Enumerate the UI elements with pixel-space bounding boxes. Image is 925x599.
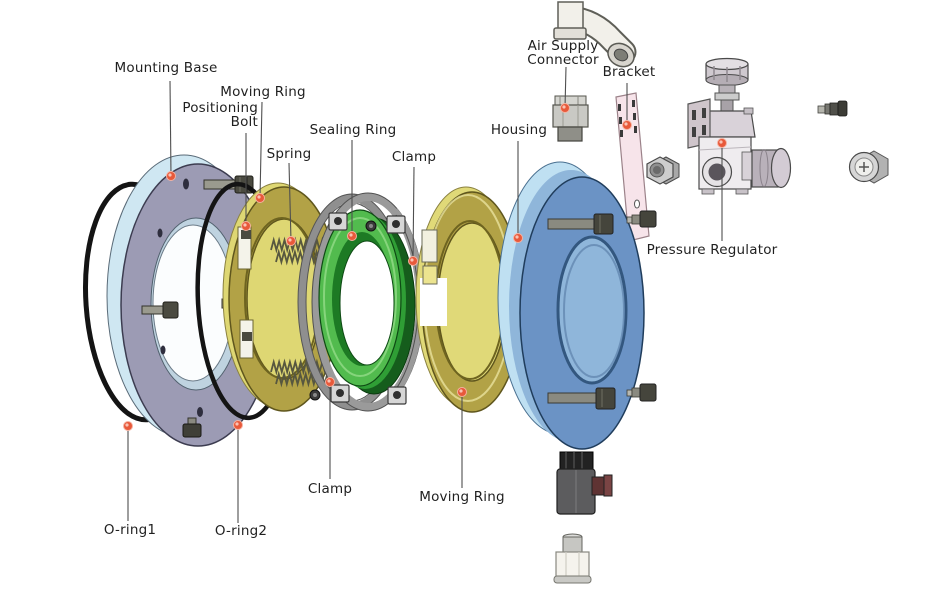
marker-air-supply [560,103,570,113]
label-sealing-ring: Sealing Ring [309,122,397,138]
leader-clamp-top [412,166,415,262]
marker-positioning-bolt [241,221,251,231]
marker-oring2 [233,420,243,430]
housing-top-bolt [547,210,657,235]
hex-nut-part [646,156,680,185]
base-bore-bolt [141,301,179,319]
marker-spring [286,236,296,246]
leader-air-supply [564,66,567,109]
label-moving-ring-bottom: Moving Ring [419,489,505,505]
label-oring2: O-ring2 [214,523,268,539]
pressure-regulator-part [687,57,792,195]
sealing-ring-part [318,209,416,395]
marker-clamp-top [408,256,418,266]
leader-moving-ring-top [259,101,263,199]
leader-mounting-base [169,80,172,177]
marker-clamp-bottom [325,377,335,387]
marker-oring1 [123,421,133,431]
straight-fitting-part [553,533,592,584]
label-clamp-bottom: Clamp [307,481,353,497]
label-moving-ring-top: Moving Ring [220,84,306,100]
marker-bracket [622,120,632,130]
label-positioning-bolt: Positioning Bolt [182,100,258,131]
fitting-bolt-part [817,100,848,117]
marker-moving-ring-bottom [457,387,467,397]
label-housing: Housing [490,122,548,138]
marker-housing [513,233,523,243]
label-positioning-bolt-line2: Bolt [230,114,258,131]
label-mounting-base: Mounting Base [114,60,218,76]
housing-bottom-bolt [547,383,657,410]
label-positioning-bolt-line1: Positioning [182,100,258,116]
label-pressure-regulator: Pressure Regulator [646,242,778,258]
label-bracket: Bracket [602,64,656,80]
marker-sealing-ring [347,231,357,241]
marker-pressure-regulator [717,138,727,148]
air-supply-elbow-pipe [553,1,637,68]
leader-lines [127,66,723,523]
marker-moving-ring-top [255,193,265,203]
marker-mounting-base [166,171,176,181]
callout-markers [123,103,727,431]
round-fitting-part [848,150,889,184]
leader-spring [288,162,292,242]
clamp-tabs [309,212,407,405]
bracket-part [615,92,650,242]
moving-ring-right-part [415,186,523,413]
elbow-valve-part [556,451,613,515]
label-air-supply-connector: Air Supply Connector [527,38,599,69]
label-oring1: O-ring1 [103,522,157,538]
base-bottom-bolt [182,417,202,438]
label-air-supply-line2: Connector [527,52,599,69]
housing-part [497,161,657,450]
air-supply-connector-part [552,95,589,142]
label-air-supply-line1: Air Supply [527,38,599,54]
label-clamp-top: Clamp [391,149,437,165]
label-spring: Spring [266,146,312,162]
